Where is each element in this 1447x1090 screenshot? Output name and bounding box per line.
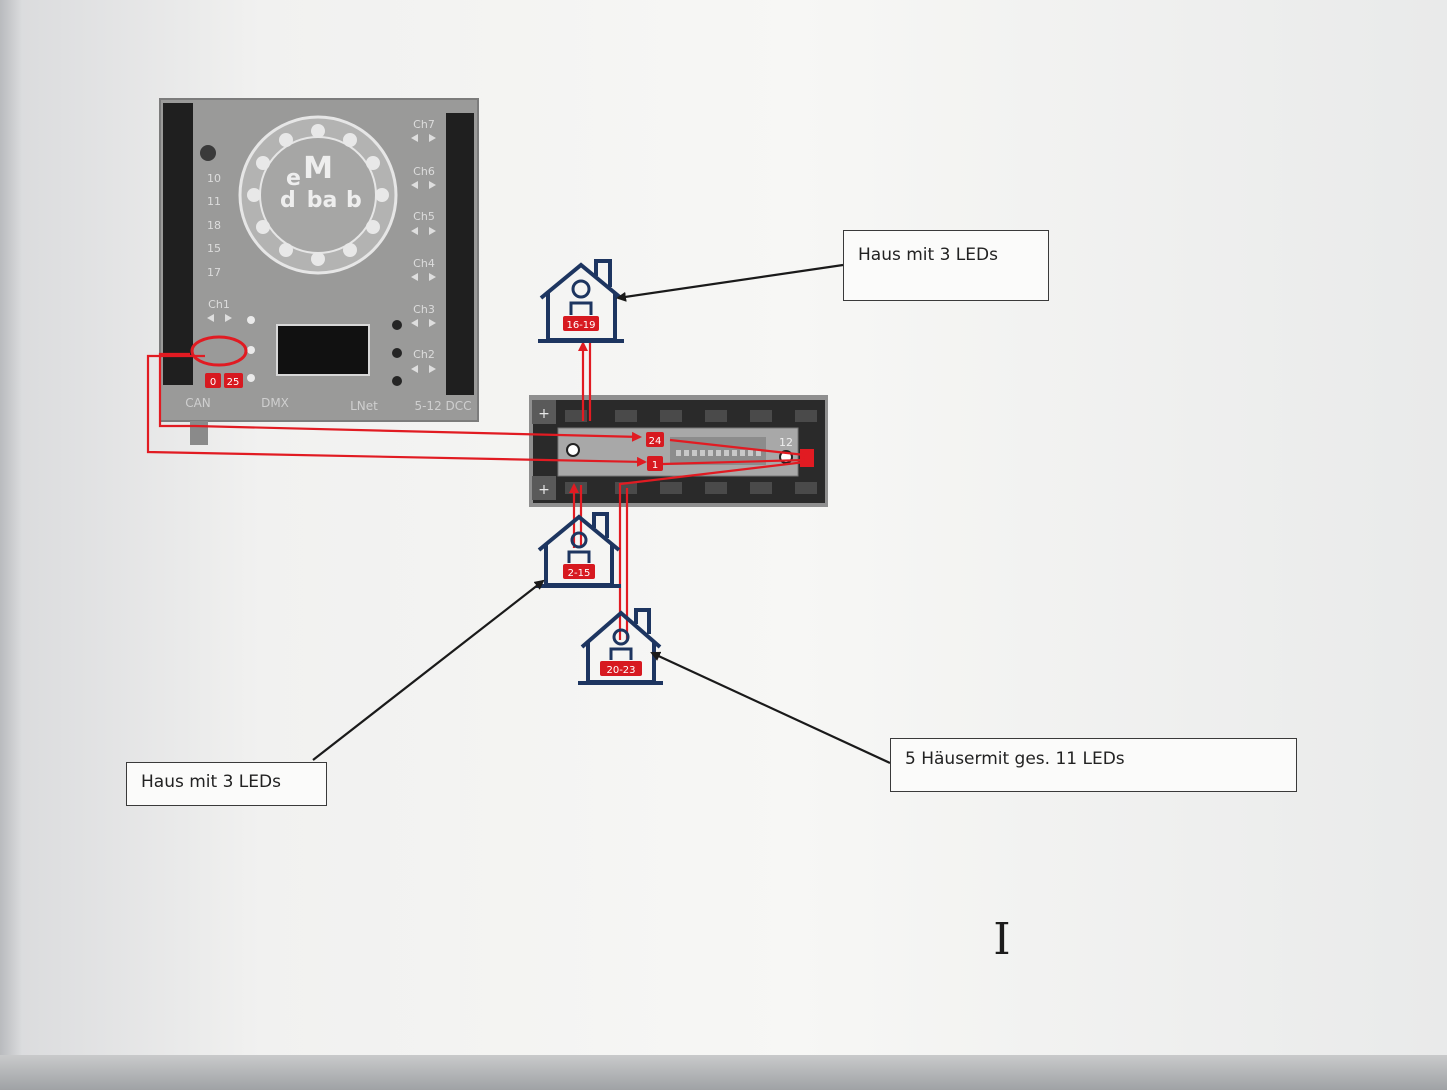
board-badge-text: 24: [649, 436, 662, 447]
channel-label: Ch4: [413, 257, 435, 270]
house-icon: 20-23: [578, 608, 663, 685]
side-label: 10: [207, 172, 221, 185]
board-mount-hole: [566, 443, 580, 457]
led-badge-text: 25: [227, 377, 240, 388]
connector-row-top: [565, 410, 817, 422]
board-badge: [647, 456, 663, 471]
bottom-plug: [190, 421, 208, 445]
controller-module: e M d ba b Ch7 Ch6 Ch5 Ch4 Ch3 Ch2 Ch1: [159, 98, 479, 445]
channel-arrows: [207, 134, 436, 373]
pin-header: [676, 450, 761, 456]
logo-letter: ba: [307, 188, 338, 213]
port-label: CAN: [185, 396, 211, 410]
led-badge: [224, 373, 243, 388]
callout-houses-total: 5 Häusermit ges. 11 LEDs: [890, 738, 1297, 792]
side-label: 11: [207, 195, 221, 208]
channel-label: Ch5: [413, 210, 435, 223]
led-badge-text: 0: [210, 377, 216, 388]
led-badge: [205, 373, 221, 388]
led-connector-highlight: [190, 335, 248, 367]
house-badge: 2-15: [568, 568, 591, 579]
port-label: DMX: [261, 396, 289, 410]
callout-house-top: Haus mit 3 LEDs: [843, 230, 1049, 301]
board-badge-text: 1: [652, 460, 658, 471]
side-label: 17: [207, 266, 221, 279]
channel-label: Ch1: [208, 298, 230, 311]
house-icon: 16-19: [538, 259, 624, 343]
house-badge: 20-23: [606, 665, 635, 676]
logo-letter: e: [286, 166, 301, 191]
logo-letter: b: [346, 188, 362, 213]
side-label: 15: [207, 242, 221, 255]
screen-bottom-bezel: [0, 1055, 1447, 1090]
channel-label: Ch6: [413, 165, 435, 178]
board-badge: [646, 432, 664, 447]
port-label: 5-12 DCC: [414, 399, 471, 413]
mount-hole: [200, 145, 216, 161]
logo-letter: M: [303, 151, 333, 186]
board-side-label: +: [538, 482, 550, 498]
board-label-12: 12: [779, 436, 793, 449]
board-red-connector: [800, 449, 814, 467]
leader-lines: [312, 263, 891, 764]
right-connector-strip: [446, 113, 474, 395]
callout-house-left: Haus mit 3 LEDs: [126, 762, 327, 806]
port-label: LNet: [350, 399, 378, 413]
text-cursor-icon: I: [993, 914, 1011, 965]
left-connector-strip: [163, 103, 193, 385]
channel-label: Ch3: [413, 303, 435, 316]
house-icon: 2-15: [536, 512, 621, 588]
channel-label: Ch7: [413, 118, 435, 131]
screen-edge-shade: [0, 0, 22, 1090]
display-screen: [276, 324, 370, 376]
logo-letter: d: [280, 188, 296, 213]
side-label: 18: [207, 219, 221, 232]
moba-logo: e M d ba b: [238, 115, 398, 275]
board-side-label: +: [538, 406, 550, 422]
channel-label: Ch2: [413, 348, 435, 361]
house-badge: 16-19: [566, 320, 595, 331]
